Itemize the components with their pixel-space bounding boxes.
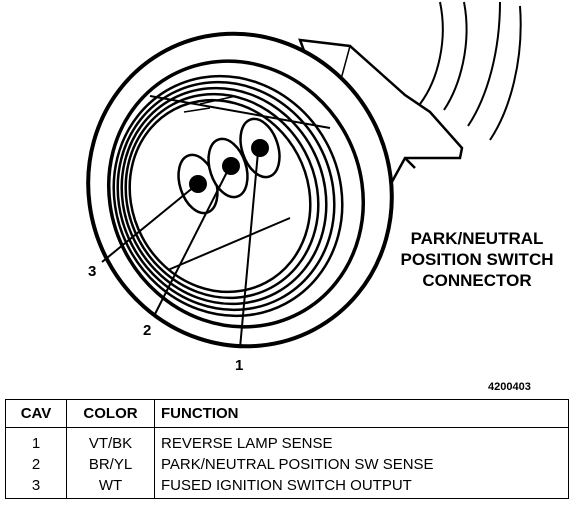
cell-cav: 3: [5, 475, 67, 499]
connector-illustration: [86, 1, 522, 349]
leader-line-3: [101, 185, 196, 263]
table-row: 3 WT FUSED IGNITION SWITCH OUTPUT: [5, 475, 569, 499]
cell-cav: 2: [5, 454, 67, 475]
cell-function: FUSED IGNITION SWITCH OUTPUT: [154, 475, 569, 499]
cell-color: VT/BK: [66, 427, 155, 454]
leader-lines: [101, 151, 259, 349]
table-header-row: CAV COLOR FUNCTION: [5, 399, 569, 428]
pinout-table: CAV COLOR FUNCTION 1 VT/BK REVERSE LAMP …: [5, 399, 569, 499]
figure-number: 4200403: [488, 381, 531, 393]
title-line-1: PARK/NEUTRAL: [410, 229, 544, 248]
header-cav: CAV: [5, 399, 67, 428]
cell-cav: 1: [5, 427, 67, 454]
header-function: FUNCTION: [154, 399, 569, 428]
connector-title: PARK/NEUTRAL POSITION SWITCH CONNECTOR: [382, 228, 572, 291]
wire-bundle: [419, 1, 522, 141]
cavity-3-pin: [189, 175, 207, 193]
cell-function: PARK/NEUTRAL POSITION SW SENSE: [154, 454, 569, 475]
callout-3: 3: [88, 263, 97, 280]
callout-1: 1: [235, 357, 244, 374]
cavity-2-pin: [222, 157, 240, 175]
leader-line-2: [154, 169, 229, 315]
table-row: 2 BR/YL PARK/NEUTRAL POSITION SW SENSE: [5, 454, 569, 475]
title-line-3: CONNECTOR: [422, 271, 532, 290]
cell-function: REVERSE LAMP SENSE: [154, 427, 569, 454]
callout-2: 2: [143, 322, 152, 339]
title-line-2: POSITION SWITCH: [400, 250, 554, 269]
cell-color: WT: [66, 475, 155, 499]
leader-line-1: [239, 151, 259, 349]
table-row: 1 VT/BK REVERSE LAMP SENSE: [5, 427, 569, 454]
cell-color: BR/YL: [66, 454, 155, 475]
cavity-1-pin: [251, 139, 269, 157]
header-color: COLOR: [66, 399, 155, 428]
